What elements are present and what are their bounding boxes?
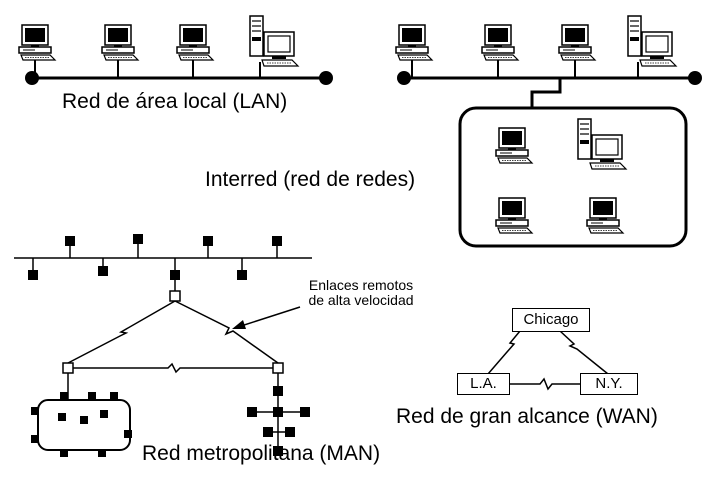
man-hub-top <box>169 290 181 302</box>
tower-computer-icon <box>627 15 677 67</box>
wan-network <box>487 330 609 391</box>
network-node-icon <box>31 407 39 415</box>
network-node-icon <box>80 416 88 424</box>
network-node-icon <box>98 449 106 457</box>
network-node-icon <box>88 392 96 400</box>
network-node-icon <box>273 386 283 396</box>
desktop-computer-icon <box>176 24 214 61</box>
remote-links-arrow <box>237 306 301 328</box>
remote-links-line-1: Enlaces remotos <box>308 277 414 293</box>
tower-computer-icon <box>577 118 627 170</box>
network-node-icon <box>272 236 282 246</box>
network-node-icon <box>273 446 283 456</box>
network-node-icon <box>31 435 39 443</box>
wan-node-la: L.A. <box>457 373 510 395</box>
man-network <box>14 234 312 457</box>
network-node-icon <box>247 407 257 417</box>
network-node-icon <box>58 413 66 421</box>
network-node-icon <box>263 427 273 437</box>
lan-terminator-right <box>319 71 333 85</box>
internet-label: Interred (red de redes) <box>205 168 416 191</box>
internet-network <box>395 15 702 248</box>
network-node-icon <box>237 270 247 280</box>
man-link-right <box>174 300 279 364</box>
wan-node-chicago: Chicago <box>512 308 590 332</box>
man-hub-right <box>272 362 284 374</box>
network-node-icon <box>98 266 108 276</box>
desktop-computer-icon <box>558 24 596 61</box>
tower-computer-icon <box>249 15 299 67</box>
lan-terminator-left <box>25 71 39 85</box>
wan-link-chicago-la <box>487 330 521 375</box>
lan-label: Red de área local (LAN) <box>62 90 288 113</box>
network-node-icon <box>273 407 283 417</box>
network-node-icon <box>285 427 295 437</box>
network-node-icon <box>110 392 118 400</box>
remote-links-line-2: de alta velocidad <box>308 292 414 308</box>
desktop-computer-icon <box>495 197 533 234</box>
man-label: Red metropolitana (MAN) <box>142 442 381 465</box>
network-node-icon <box>28 270 38 280</box>
man-link-bottom <box>73 362 273 374</box>
desktop-computer-icon <box>586 197 624 234</box>
remote-links-arrowhead <box>232 320 246 329</box>
desktop-computer-icon <box>481 24 519 61</box>
remote-links-label: Enlaces remotos de alta velocidad <box>286 278 436 308</box>
network-node-icon <box>100 410 108 418</box>
internet-terminator-right <box>688 71 702 85</box>
network-node-icon <box>203 236 213 246</box>
wan-link-chicago-ny <box>559 330 609 375</box>
network-node-icon <box>60 392 68 400</box>
man-hub-left <box>62 362 74 374</box>
network-node-icon <box>300 407 310 417</box>
wan-label: Red de gran alcance (WAN) <box>396 405 658 428</box>
network-node-icon <box>65 236 75 246</box>
internet-terminator-left <box>397 71 411 85</box>
man-link-left <box>67 300 176 364</box>
network-node-icon <box>60 449 68 457</box>
wan-node-ny: N.Y. <box>580 373 638 395</box>
network-node-icon <box>133 234 143 244</box>
wan-link-la-ny <box>510 377 580 391</box>
network-node-icon <box>124 430 132 438</box>
lan-network <box>18 15 333 85</box>
subnetwork-box <box>458 106 688 248</box>
desktop-computer-icon <box>18 24 56 61</box>
man-ring <box>37 399 131 451</box>
network-node-icon <box>170 270 180 280</box>
internet-link <box>530 78 562 108</box>
desktop-computer-icon <box>495 127 533 164</box>
desktop-computer-icon <box>101 24 139 61</box>
desktop-computer-icon <box>395 24 433 61</box>
